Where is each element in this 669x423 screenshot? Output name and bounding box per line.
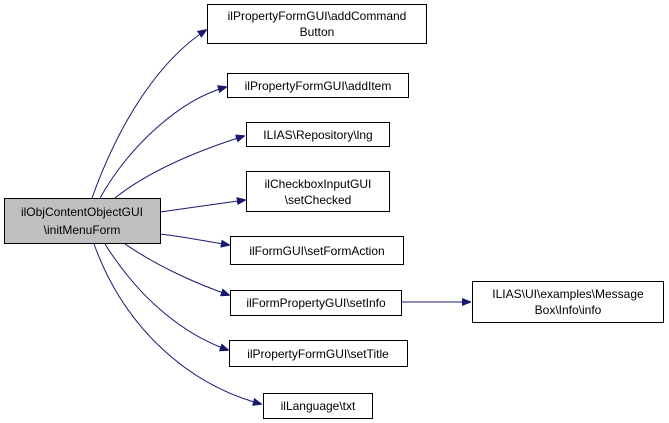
node-settitle-label: ilPropertyFormGUI\setTitle — [247, 347, 389, 361]
edge-to-setchecked — [159, 200, 245, 213]
node-setinfo-label: ilFormPropertyGUI\setInfo — [246, 296, 386, 310]
node-setchecked[interactable]: ilCheckboxInputGUI \setChecked — [246, 171, 390, 212]
node-setchecked-label-2: \setChecked — [285, 193, 352, 207]
edge-to-txt — [93, 243, 261, 404]
node-info-label-1: ILIAS\UI\examples\Message — [492, 287, 644, 301]
node-setchecked-label-1: ilCheckboxInputGUI — [265, 177, 372, 191]
edge-to-setinfo — [124, 243, 229, 295]
node-additem-label: ilPropertyFormGUI\addItem — [245, 79, 392, 93]
edge-to-lng — [114, 136, 244, 199]
node-setinfo[interactable]: ilFormPropertyGUI\setInfo — [230, 290, 402, 316]
node-info[interactable]: ILIAS\UI\examples\Message Box\Info\info — [472, 281, 664, 323]
node-root-label-2: \initMenuForm — [44, 223, 121, 237]
node-root-label-1: ilObjContentObjectGUI — [21, 205, 143, 219]
node-txt[interactable]: ilLanguage\txt — [263, 393, 373, 419]
node-lng[interactable]: ILIAS\Repository\lng — [246, 122, 390, 147]
node-setformaction[interactable]: ilFormGUI\setFormAction — [230, 236, 404, 265]
node-lng-label: ILIAS\Repository\lng — [263, 128, 372, 142]
node-addcommandbutton[interactable]: ilPropertyFormGUI\addCommand Button — [207, 4, 427, 44]
node-info-label-2: Box\Info\info — [535, 303, 602, 317]
edge-to-additem — [99, 87, 226, 199]
node-addcommandbutton-label-2: Button — [300, 25, 335, 39]
node-root[interactable]: ilObjContentObjectGUI \initMenuForm — [4, 198, 161, 244]
edge-to-addcommandbutton — [91, 30, 206, 199]
node-additem[interactable]: ilPropertyFormGUI\addItem — [227, 73, 409, 98]
edge-to-setformaction — [159, 233, 229, 245]
node-addcommandbutton-label-1: ilPropertyFormGUI\addCommand — [228, 9, 407, 23]
edge-to-settitle — [104, 243, 228, 350]
node-setformaction-label: ilFormGUI\setFormAction — [249, 244, 384, 258]
node-txt-label: ilLanguage\txt — [281, 399, 356, 413]
node-settitle[interactable]: ilPropertyFormGUI\setTitle — [229, 340, 408, 367]
